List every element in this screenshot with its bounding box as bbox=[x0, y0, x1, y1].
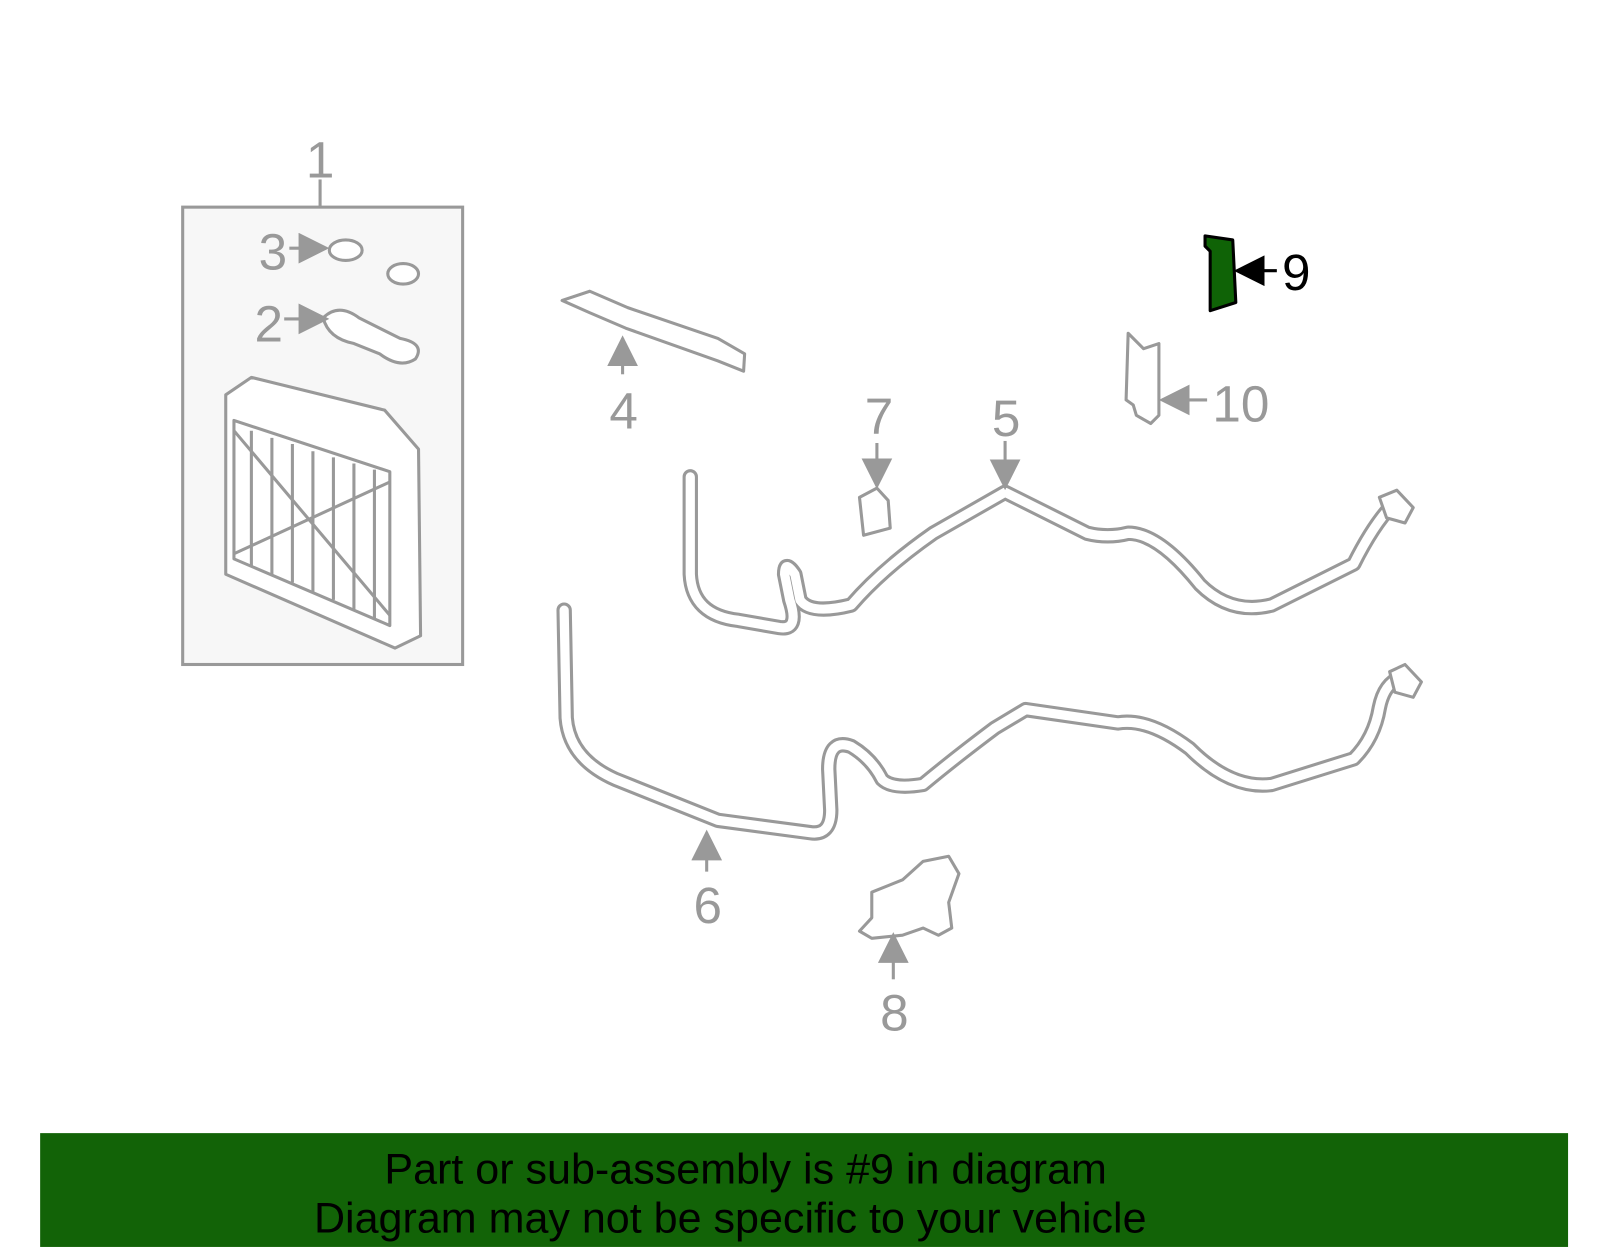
part-2-bracket[interactable] bbox=[321, 308, 420, 365]
part-5-oil-cooler-line[interactable] bbox=[682, 469, 1415, 636]
part-10-bracket[interactable] bbox=[1124, 331, 1161, 426]
callout-4: 4 bbox=[609, 383, 638, 440]
radiator-drawing bbox=[224, 375, 423, 650]
banner-line-1: Part or sub-assembly is #9 in diagram bbox=[384, 1145, 1107, 1193]
callout-1: 1 bbox=[306, 131, 335, 188]
part-4-air-duct[interactable] bbox=[560, 289, 747, 373]
banner-line-2: Diagram may not be specific to your vehi… bbox=[314, 1195, 1147, 1243]
part-3-grommet[interactable] bbox=[327, 238, 421, 286]
part-9-selected-part[interactable] bbox=[1203, 234, 1238, 313]
callout-3: 3 bbox=[259, 224, 288, 281]
part-6-oil-cooler-line[interactable] bbox=[556, 602, 1423, 841]
part-1-oil-cooler-kit[interactable] bbox=[181, 179, 465, 667]
part-8-bracket[interactable] bbox=[857, 854, 961, 940]
callout-8: 8 bbox=[880, 985, 909, 1042]
callout-5: 5 bbox=[992, 390, 1021, 447]
callout-9: 9 bbox=[1282, 244, 1311, 301]
callout-2: 2 bbox=[255, 295, 284, 352]
callout-10: 10 bbox=[1212, 375, 1269, 432]
info-banner: Part or sub-assembly is #9 in diagram Di… bbox=[40, 1133, 1569, 1247]
part-7-clip[interactable] bbox=[857, 486, 892, 537]
callout-7: 7 bbox=[865, 388, 894, 445]
callout-6: 6 bbox=[693, 877, 722, 934]
